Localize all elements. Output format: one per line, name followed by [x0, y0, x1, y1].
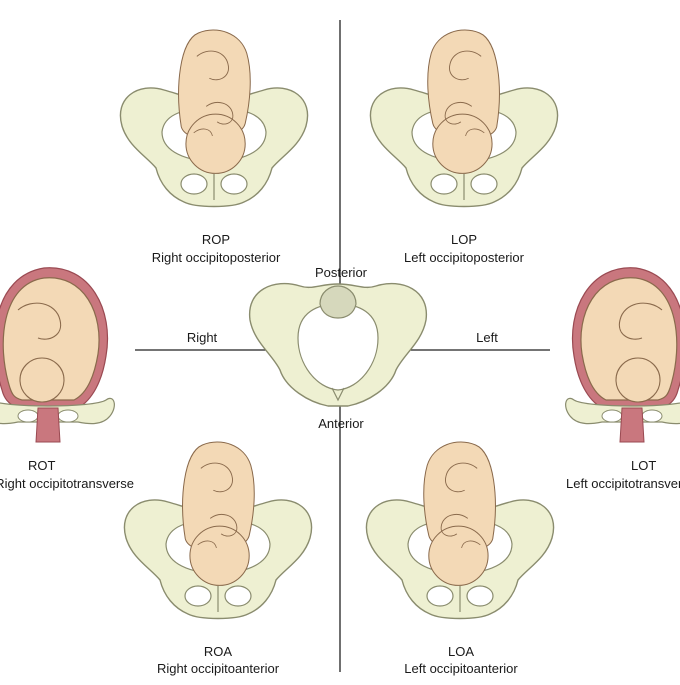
left-label: Left: [476, 330, 498, 345]
rot-figure: [0, 267, 115, 443]
lop-name: Left occipitoposterior: [404, 250, 524, 265]
rop-abbr: ROP: [201, 232, 231, 247]
rot-abbr: ROT: [28, 458, 56, 473]
rop-name: Right occipitoposterior: [151, 250, 281, 265]
posterior-label: Posterior: [314, 265, 368, 280]
lot-abbr: LOT: [631, 458, 657, 473]
loa-figure: [365, 441, 555, 620]
lot-name: Left occipitotransverse: [566, 476, 680, 491]
rop-figure: [119, 29, 309, 208]
central-pelvis: [249, 282, 427, 407]
lop-figure: [369, 29, 559, 208]
roa-abbr: ROA: [203, 644, 233, 659]
loa-abbr: LOA: [447, 644, 475, 659]
rot-name: Right occipitotransverse: [0, 476, 134, 491]
right-label: Right: [186, 330, 218, 345]
anterior-label: Anterior: [318, 416, 364, 431]
loa-name: Left occipitoanterior: [404, 661, 518, 676]
lop-abbr: LOP: [450, 232, 478, 247]
lot-figure: [565, 267, 680, 443]
roa-name: Right occipitoanterior: [156, 661, 280, 676]
roa-figure: [123, 441, 313, 620]
